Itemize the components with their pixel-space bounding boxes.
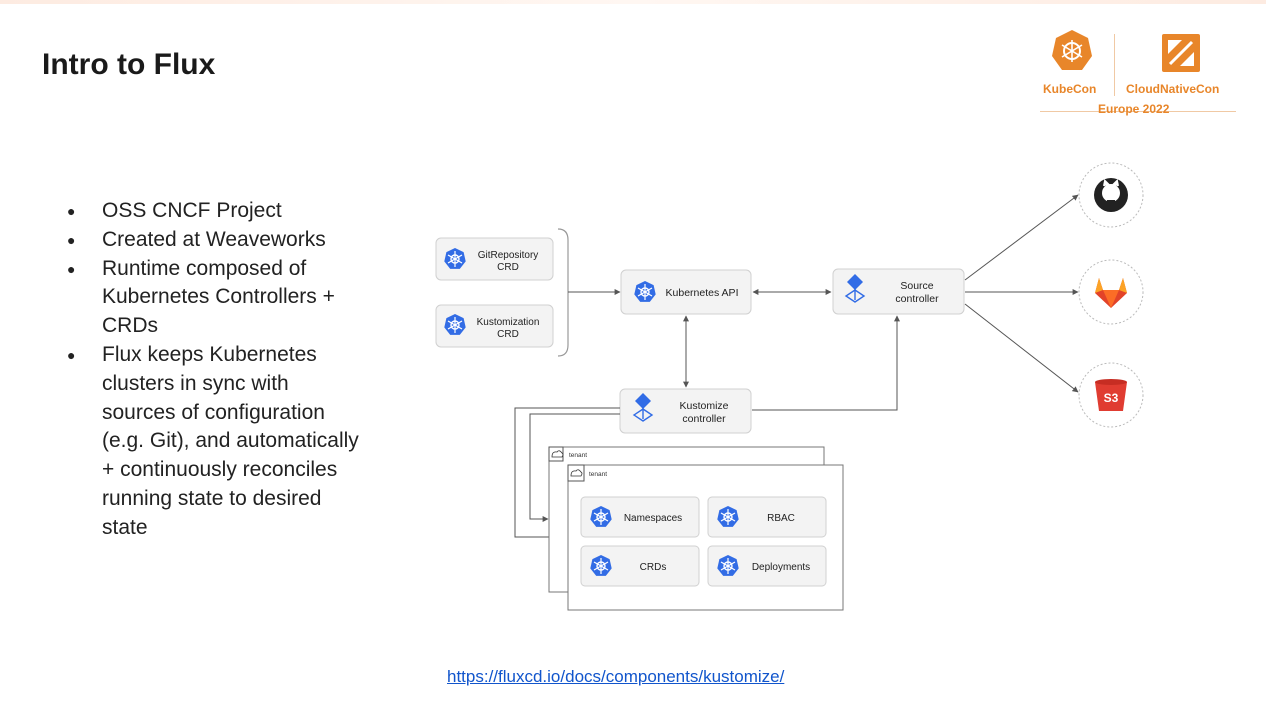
cloud-icon [570,469,583,477]
kustomize-to-tenant-arrow-1 [514,407,620,540]
crd-bracket [557,228,569,357]
gitrepository-crd-label-2: CRD [497,262,519,273]
kustomization-crd-node: Kustomization CRD [435,304,554,348]
kustomize-to-tenant-arrow-2 [529,413,620,522]
bullet-item: ●Flux keeps Kubernetes clusters in sync … [67,342,359,539]
kustomize-controller-label-1: Kustomize [679,400,728,412]
bullet-text: Runtime composed of Kubernetes Controlle… [102,256,335,338]
bullet-text: Flux keeps Kubernetes clusters in sync w… [102,342,359,539]
namespaces-label: Namespaces [624,513,682,524]
gitlab-icon [1078,259,1144,325]
bullet-list: ●OSS CNCF Project ●Created at Weaveworks… [62,197,392,543]
rbac-label: RBAC [767,513,795,524]
tenant-label: tenant [589,471,607,478]
source-to-s3-arrow [964,303,1079,393]
source-controller-node: Source controller [832,268,965,315]
rbac-node: RBAC [707,496,827,538]
gitrepository-crd-label-1: GitRepository [478,250,539,261]
deployments-label: Deployments [752,562,810,573]
kustomize-to-source-arrow [752,315,900,411]
source-controller-label-1: Source [900,280,933,292]
docs-link[interactable]: https://fluxcd.io/docs/components/kustom… [447,667,785,686]
bullet-text: OSS CNCF Project [102,199,282,222]
gitrepository-crd-node: GitRepository CRD [435,237,554,281]
cloudnativecon-label: CloudNativeCon [1126,82,1220,96]
kustomize-controller-node: Kustomize controller [619,388,752,434]
crds-label: CRDs [640,562,667,573]
source-to-github-arrow [964,194,1079,281]
event-label: Europe 2022 [1098,102,1170,116]
crds-node: CRDs [580,545,700,587]
kustomization-crd-label-2: CRD [497,329,519,340]
cloud-icon [551,450,564,458]
kubernetes-api-label: Kubernetes API [666,287,739,299]
kubernetes-api-node: Kubernetes API [620,269,752,315]
logo-divider [1114,34,1115,96]
s3-label: S3 [1104,391,1119,405]
github-icon [1078,162,1144,228]
namespaces-node: Namespaces [580,496,700,538]
bullet-item: ●Created at Weaveworks [67,227,326,251]
logo-rule [1040,111,1236,112]
tenant-label: tenant [569,452,587,459]
deployments-node: Deployments [707,545,827,587]
top-border [0,0,1266,4]
source-controller-label-2: controller [895,293,939,305]
bullet-item: ●OSS CNCF Project [67,199,282,222]
kustomization-crd-label-1: Kustomization [477,317,540,328]
bullet-text: Created at Weaveworks [102,227,326,251]
kustomize-controller-label-2: controller [682,413,726,425]
s3-icon: S3 [1078,362,1144,428]
kubecon-label: KubeCon [1043,82,1097,96]
slide-title: Intro to Flux [42,48,216,81]
bullet-item: ●Runtime composed of Kubernetes Controll… [67,256,335,338]
